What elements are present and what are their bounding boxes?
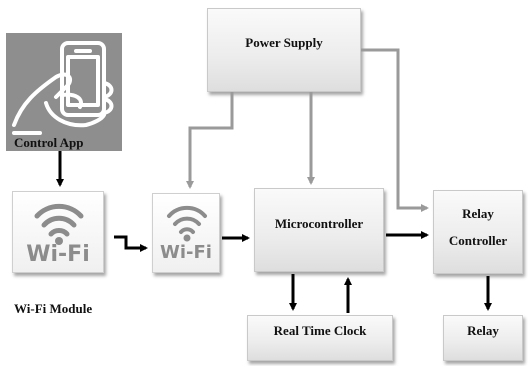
real-time-clock-label: Real Time Clock xyxy=(273,323,367,338)
relay-block: Relay xyxy=(443,315,523,361)
wifi-signal-icon xyxy=(167,205,207,242)
wifi-signal-icon xyxy=(34,203,84,245)
microcontroller-block: Microcontroller xyxy=(254,188,384,272)
relay-label: Relay xyxy=(467,323,499,338)
wifi-module-card-2: Wi-Fi xyxy=(152,193,220,273)
real-time-clock-block: Real Time Clock xyxy=(247,315,393,361)
wifi-module-label: Wi-Fi Module xyxy=(14,301,93,316)
wifi-logo-text: Wi-Fi xyxy=(160,242,212,263)
hand-holding-phone-icon xyxy=(12,41,114,135)
control-app-label: Control App xyxy=(14,135,84,150)
power-supply-label: Power Supply xyxy=(245,35,323,50)
power-supply-block: Power Supply xyxy=(207,8,361,92)
wifi-module-card-1: Wi-Fi xyxy=(12,191,104,273)
control-app-tile: Control App xyxy=(6,33,122,151)
power-to-relay-controller-arrow xyxy=(361,48,429,212)
wifi-to-wifi-arrow xyxy=(114,235,148,252)
relay-controller-label-line2: Controller xyxy=(448,233,508,248)
microcontroller-label: Microcontroller xyxy=(274,216,364,231)
power-to-wifi-arrow xyxy=(186,92,234,189)
relay-controller-block: Relay Controller xyxy=(433,190,523,274)
wifi-logo-text: Wi-Fi xyxy=(26,242,90,267)
relay-controller-label-line1: Relay xyxy=(462,206,494,221)
